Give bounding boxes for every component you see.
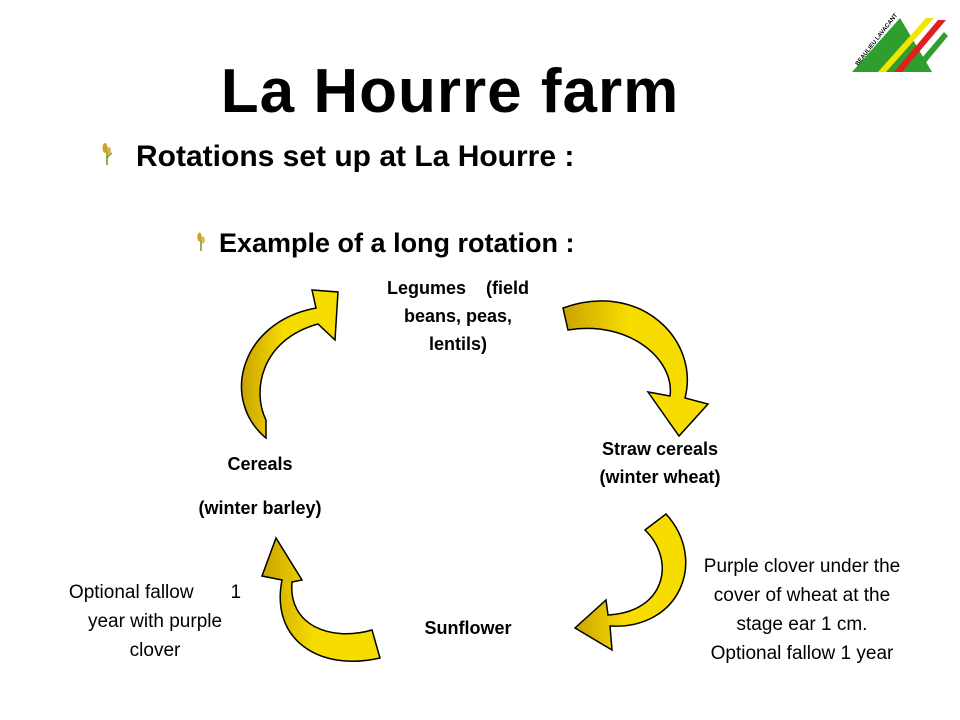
slide-title: La Hourre farm [220,57,680,126]
stage-straw-cereals: Straw cereals (winter wheat) [599,439,721,487]
arrow-straw-cereals-to-sunflower [573,512,687,652]
bullet-rotations: Rotations set up at La Hourre : [100,140,574,174]
arrow-legumes-to-straw-cereals [562,300,710,438]
school-logo: BEAULIEU LAVACANT [838,10,950,79]
wheat-bullet-icon [195,228,207,259]
note-purple-clover: Purple clover under the cover of wheat a… [703,556,901,664]
arrow-sunflower-to-cereals [260,536,381,662]
bullet-example-text: Example of a long rotation : [219,228,575,258]
wheat-bullet-icon [100,140,114,174]
stage-sunflower: Sunflower [424,618,512,638]
note-optional-fallow: Optional fallow 1 year with purple clove… [68,582,242,661]
bullet-rotations-text: Rotations set up at La Hourre : [136,140,575,173]
arrow-cereals-to-legumes [240,289,339,440]
bullet-example: Example of a long rotation : [195,228,575,259]
stage-legumes: Legumes (field beans, peas, lentils) [386,278,530,354]
stage-cereals: Cereals (winter barley) [198,454,322,518]
